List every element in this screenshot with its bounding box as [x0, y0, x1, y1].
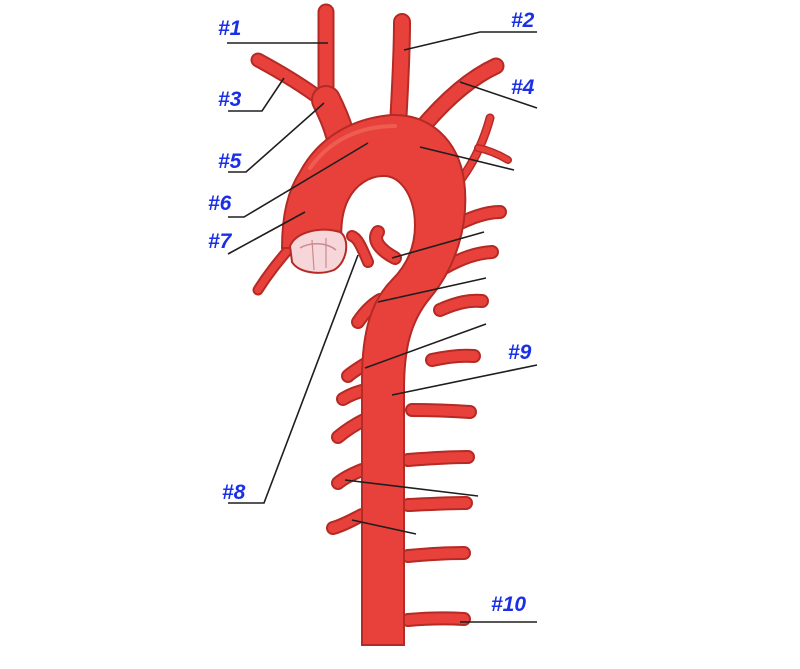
label-3: #3 [218, 88, 242, 111]
leader-line-9 [391, 364, 538, 396]
leader-line-7 [227, 211, 306, 255]
label-10: #10 [491, 593, 527, 616]
leader-line-5 [228, 102, 325, 173]
label-5: #5 [218, 150, 242, 173]
label-4: #4 [511, 76, 535, 99]
label-7: #7 [208, 230, 232, 253]
leader-line-6 [228, 142, 369, 218]
label-6: #6 [208, 192, 232, 215]
leader-line-8 [228, 254, 359, 504]
leader-line-2 [403, 31, 537, 51]
label-2: #2 [511, 9, 535, 32]
label-9: #9 [508, 341, 532, 364]
aorta-vessel [250, 3, 512, 646]
leader-line-3 [228, 77, 285, 112]
leader-line-4b [419, 146, 515, 171]
leader-lines [227, 31, 538, 623]
aortic-arch-body [280, 113, 467, 646]
aortic-valve [288, 228, 348, 274]
label-1: #1 [218, 17, 242, 40]
label-8: #8 [222, 481, 246, 504]
leader-line-4 [459, 81, 538, 109]
